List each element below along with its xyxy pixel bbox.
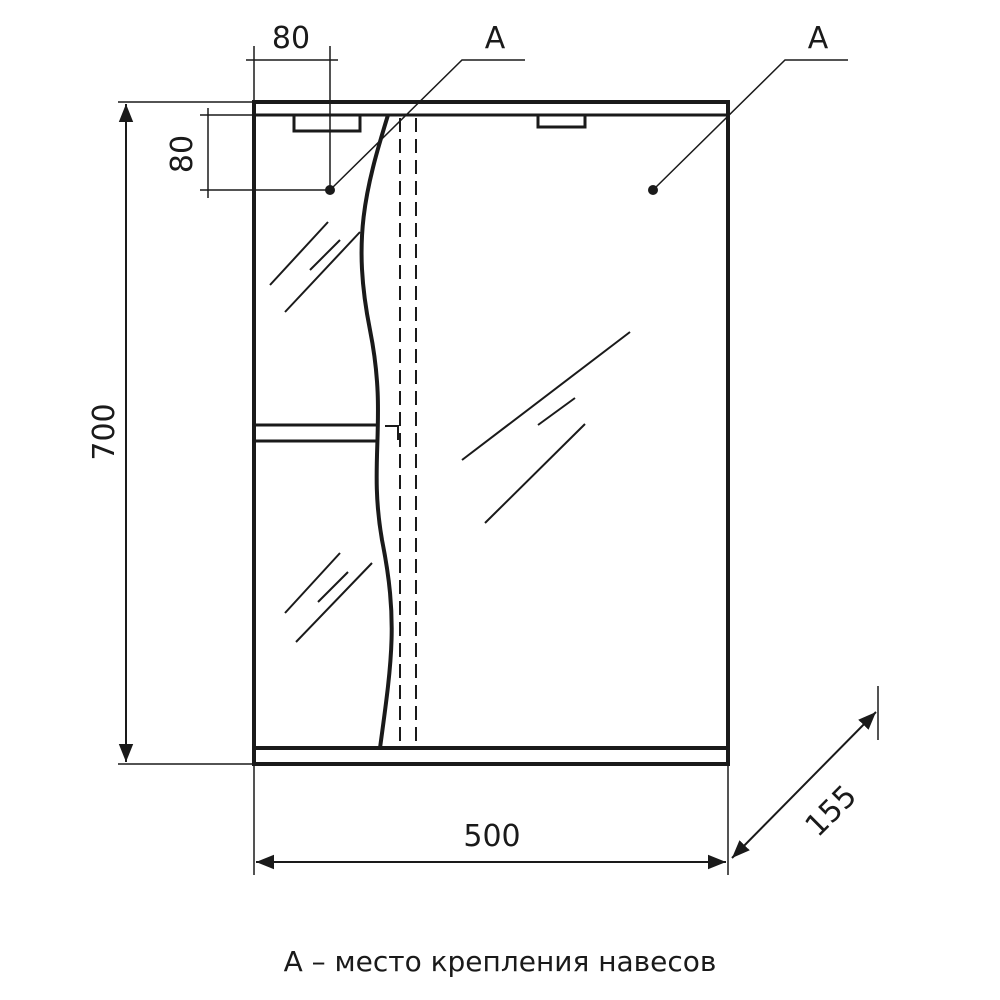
left-marker-label: A bbox=[485, 21, 506, 56]
height-value: 700 bbox=[87, 403, 122, 460]
right-marker-label: A bbox=[808, 21, 829, 56]
hanger-x-value: 80 bbox=[272, 21, 310, 56]
depth-dimension-line bbox=[731, 711, 877, 859]
width-value: 500 bbox=[463, 819, 520, 854]
left-leader-line bbox=[329, 59, 525, 191]
left-mount-point bbox=[325, 185, 335, 195]
left-hanger-bracket bbox=[292, 115, 362, 133]
wave-door-edge bbox=[359, 114, 394, 749]
hinge-mark bbox=[385, 425, 399, 440]
right-hanger-bracket bbox=[536, 115, 587, 129]
hanger-y-value: 80 bbox=[165, 135, 200, 173]
right-mount-point bbox=[648, 185, 658, 195]
right-leader-line bbox=[652, 59, 848, 191]
cabinet-outline bbox=[252, 100, 730, 766]
mirror-reflection-lines bbox=[269, 221, 631, 643]
legend-caption: А – место крепления навесов bbox=[283, 945, 717, 978]
depth-value: 155 bbox=[799, 779, 864, 844]
